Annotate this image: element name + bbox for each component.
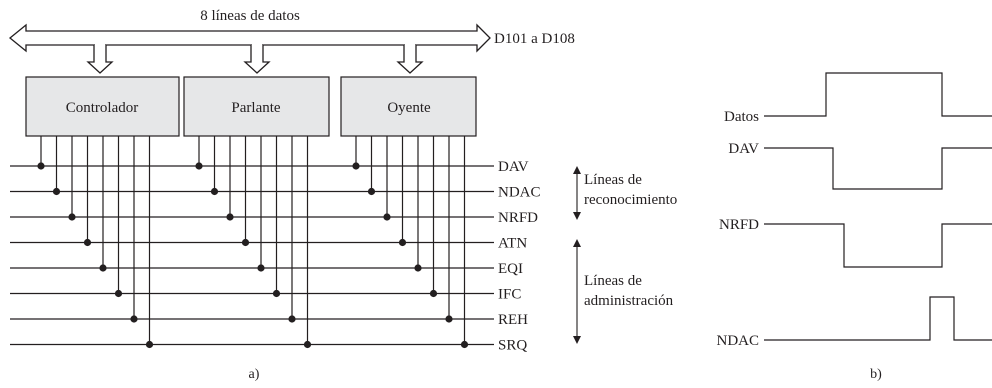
signal-label-ndac: NDAC <box>716 333 759 349</box>
line-label-ifc: IFC <box>498 287 521 303</box>
dot-controlador-dav <box>37 162 45 170</box>
waveform-datos <box>764 72 992 117</box>
dot-parlante-eqi <box>257 264 265 272</box>
dot-controlador-eqi <box>99 264 107 272</box>
timing-waveforms <box>764 72 992 341</box>
dot-controlador-nrfd <box>68 213 76 221</box>
management-group-label-2: administración <box>584 293 674 309</box>
line-label-ndac: NDAC <box>498 185 541 201</box>
dot-oyente-srq <box>460 340 469 349</box>
bus-stubs <box>86 45 424 74</box>
device-drops <box>40 136 466 345</box>
device-label-controlador: Controlador <box>66 100 139 116</box>
signal-label-nrfd: NRFD <box>719 217 759 233</box>
waveform-ndac <box>764 296 992 341</box>
bus-label: 8 líneas de datos <box>200 8 300 24</box>
connection-dots <box>37 162 469 349</box>
dot-parlante-reh <box>288 315 296 323</box>
dot-oyente-eqi <box>414 264 422 272</box>
dot-controlador-srq <box>145 340 154 349</box>
dot-controlador-reh <box>130 315 138 323</box>
control-lines <box>10 165 494 346</box>
line-labels: DAV NDAC NRFD ATN EQI IFC REH SRQ <box>498 159 541 354</box>
dot-parlante-nrfd <box>226 213 234 221</box>
bus-end-label: D101 a D108 <box>494 31 575 47</box>
waveform-nrfd <box>764 223 992 268</box>
device-oyente: Oyente <box>340 76 477 137</box>
dot-oyente-nrfd <box>383 213 391 221</box>
device-label-oyente: Oyente <box>387 100 431 116</box>
waveform-dav <box>764 147 992 190</box>
handshake-group-label-1: Líneas de <box>584 172 642 188</box>
dot-parlante-srq <box>303 340 312 349</box>
device-controlador: Controlador <box>25 76 180 137</box>
line-label-nrfd: NRFD <box>498 210 538 226</box>
dot-controlador-ndac <box>52 187 61 196</box>
line-label-eqi: EQI <box>498 261 523 277</box>
data-bus <box>8 23 491 53</box>
handshake-group-label-2: reconocimiento <box>584 192 677 208</box>
dot-oyente-ndac <box>367 187 376 196</box>
dot-parlante-dav <box>195 162 203 170</box>
line-label-dav: DAV <box>498 159 529 175</box>
line-label-atn: ATN <box>498 236 527 252</box>
caption-a: a) <box>249 367 260 382</box>
device-parlante: Parlante <box>183 76 330 137</box>
dot-oyente-dav <box>352 162 360 170</box>
line-label-srq: SRQ <box>498 338 527 354</box>
dot-controlador-atn <box>83 238 92 247</box>
line-label-reh: REH <box>498 312 528 328</box>
bus-stub-parlante <box>243 45 271 74</box>
data-bus-arrow <box>8 23 491 53</box>
dot-controlador-ifc <box>114 289 123 298</box>
dot-parlante-ndac <box>210 187 219 196</box>
management-group-label-1: Líneas de <box>584 273 642 289</box>
bus-stub-oyente <box>396 45 424 74</box>
signal-label-dav: DAV <box>728 141 759 157</box>
dot-oyente-reh <box>445 315 453 323</box>
bus-stub-controlador <box>86 45 114 74</box>
dot-oyente-ifc <box>429 289 438 298</box>
dot-oyente-atn <box>398 238 407 247</box>
dot-parlante-ifc <box>272 289 281 298</box>
caption-b: b) <box>870 367 882 382</box>
device-label-parlante: Parlante <box>231 100 280 116</box>
dot-parlante-atn <box>241 238 250 247</box>
signal-label-datos: Datos <box>724 109 759 125</box>
